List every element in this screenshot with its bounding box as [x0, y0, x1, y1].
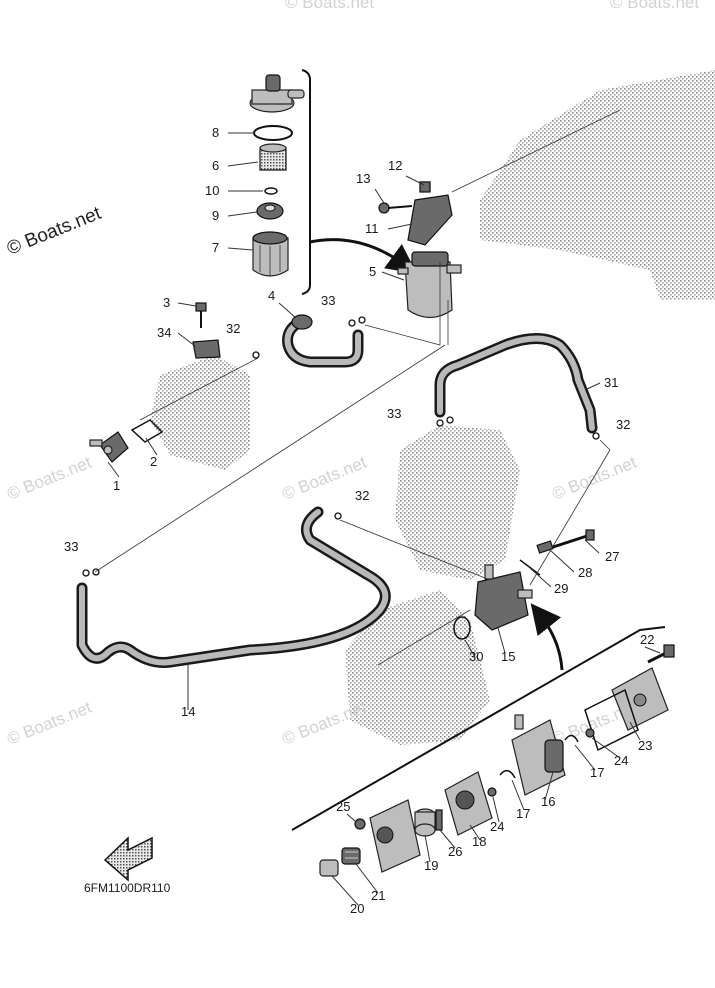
gasket-2 [130, 419, 164, 443]
bolt-3 [195, 302, 207, 328]
callout-16: 16 [541, 794, 555, 809]
collar-28 [536, 540, 554, 554]
cover-23 [611, 667, 669, 731]
filter-cup-7 [252, 231, 289, 277]
engine-outline-top-right [480, 70, 715, 300]
pump-group-bracket [291, 626, 666, 831]
pin-26 [435, 809, 443, 831]
callout-17: 17 [590, 765, 604, 780]
callout-32: 32 [226, 321, 240, 336]
washer-24 [585, 728, 595, 738]
clip-17 [499, 769, 516, 779]
callout-29: 29 [554, 581, 568, 596]
callout-31: 31 [604, 375, 618, 390]
bolt-27 [549, 529, 595, 550]
watermark-text: © Boats.net [610, 0, 699, 12]
callout-24: 24 [614, 753, 628, 768]
fuel-joint-1 [89, 431, 129, 463]
watermark-text: © Boats.net [279, 698, 369, 749]
fuel-filter-assembly-5 [397, 251, 462, 319]
callout-28: 28 [578, 565, 592, 580]
assembly-arrow [309, 238, 418, 274]
watermark-text: © Boats.net [4, 453, 94, 504]
bolt-22 [647, 644, 675, 664]
callout-11: 11 [365, 221, 379, 236]
callout-13: 13 [356, 171, 370, 186]
filter-cap [249, 74, 305, 113]
fuel-hose-31 [434, 333, 598, 434]
callout-33: 33 [64, 539, 78, 554]
watermark-text: © Boats.net [4, 698, 94, 749]
filter-group-bracket [301, 69, 311, 295]
nut-25 [354, 818, 366, 830]
callout-24: 24 [490, 819, 504, 834]
leader-line [451, 109, 621, 193]
callout-8: 8 [212, 125, 219, 140]
diaphragm-23 [584, 688, 639, 752]
engine-block-middle [395, 425, 520, 580]
callout-34: 34 [157, 325, 171, 340]
callout-33: 33 [387, 406, 401, 421]
diaphragm-18 [444, 771, 493, 836]
engine-block-left [150, 355, 250, 470]
callout-5: 5 [369, 264, 376, 279]
pump-cover-body [369, 799, 421, 873]
callout-17: 17 [516, 806, 530, 821]
callout-4: 4 [268, 288, 275, 303]
float-9 [256, 202, 284, 220]
callout-7: 7 [212, 240, 219, 255]
callout-10: 10 [205, 183, 219, 198]
gasket-30 [453, 616, 471, 640]
watermark-text: © Boats.net [549, 453, 639, 504]
pump-exploded-arrow [530, 603, 564, 671]
fuel-hose-14 [76, 506, 391, 668]
callout-30: 30 [469, 649, 483, 664]
callout-14: 14 [181, 704, 195, 719]
callout-numbers: 8 6 10 9 7 5 13 12 11 4 33 3 34 32 2 1 3… [64, 125, 654, 916]
callout-12: 12 [388, 158, 402, 173]
routing-lines [94, 262, 611, 666]
plunger-20 [319, 859, 339, 877]
spring-21 [341, 847, 361, 865]
callout-23: 23 [638, 738, 652, 753]
engine-block-lower [345, 590, 490, 745]
callout-22: 22 [640, 632, 654, 647]
clip-17 [564, 734, 579, 743]
bolt-13 [378, 202, 413, 214]
front-direction-arrow-icon [103, 836, 153, 882]
callout-33: 33 [321, 293, 335, 308]
callout-3: 3 [163, 295, 170, 310]
callout-2: 2 [150, 454, 157, 469]
filter-element-6 [259, 143, 287, 171]
nut-12 [419, 181, 431, 193]
fuel-pump-15 [474, 564, 533, 631]
clamps [82, 316, 600, 577]
clip-10 [264, 187, 278, 195]
plate-34 [192, 339, 221, 359]
watermark-text: © Boats.net [285, 0, 374, 12]
pin-29 [519, 559, 541, 576]
watermark-text: © Boats.net [4, 203, 105, 260]
callout-18: 18 [472, 834, 486, 849]
o-ring-8 [253, 125, 293, 141]
callout-20: 20 [350, 901, 364, 916]
callout-6: 6 [212, 158, 219, 173]
callout-26: 26 [448, 844, 462, 859]
callout-21: 21 [371, 888, 385, 903]
callout-25: 25 [336, 799, 350, 814]
screw-24 [487, 787, 497, 797]
leader-lines [107, 132, 661, 906]
callout-32: 32 [355, 488, 369, 503]
callout-9: 9 [212, 208, 219, 223]
spring-19 [414, 808, 436, 837]
callout-15: 15 [501, 649, 515, 664]
callout-19: 19 [424, 858, 438, 873]
callout-1: 1 [113, 478, 120, 493]
callout-32: 32 [616, 417, 630, 432]
callout-27: 27 [605, 549, 619, 564]
diagram-code: 6FM1100DR110 [84, 881, 171, 895]
fuel-hose-4 [282, 314, 364, 368]
